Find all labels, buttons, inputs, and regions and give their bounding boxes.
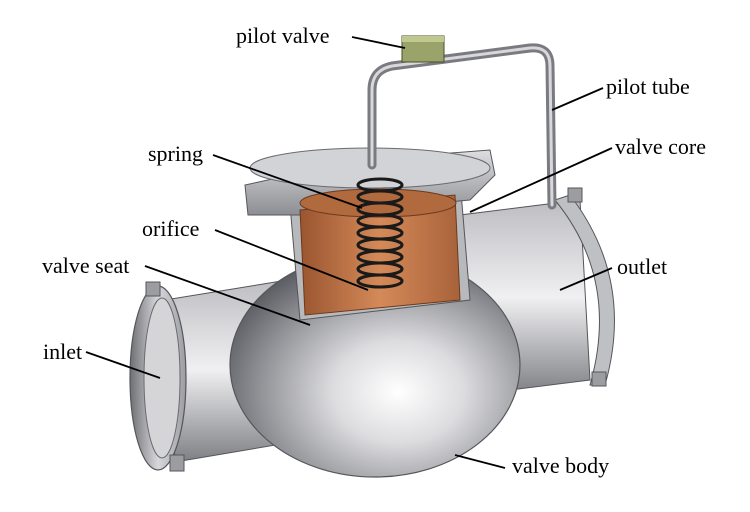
leader-valve-core: [469, 147, 613, 213]
leader-spring: [212, 154, 363, 209]
label-valve-core: valve core: [615, 134, 706, 159]
label-valve-body: valve body: [512, 453, 610, 478]
leader-valve-seat: [144, 265, 311, 326]
label-spring: spring: [148, 141, 203, 166]
label-pilot-valve: pilot valve: [236, 23, 330, 48]
leader-outlet: [559, 267, 613, 291]
label-valve-seat: valve seat: [42, 253, 130, 278]
pilot-valve-shape: [401, 35, 445, 63]
leader-pilot-tube: [551, 87, 604, 111]
leader-valve-body: [454, 454, 506, 469]
label-inlet: inlet: [43, 339, 83, 364]
label-outlet: outlet: [617, 254, 668, 279]
leader-pilot-valve: [351, 36, 406, 49]
leader-orifice: [214, 229, 369, 291]
valve-core-shape: [299, 188, 461, 316]
leader-lines: [85, 36, 613, 469]
label-orifice: orifice: [142, 216, 200, 241]
label-pilot-tube: pilot tube: [606, 74, 690, 99]
leader-inlet: [85, 351, 161, 379]
spring-shape: [356, 177, 404, 289]
